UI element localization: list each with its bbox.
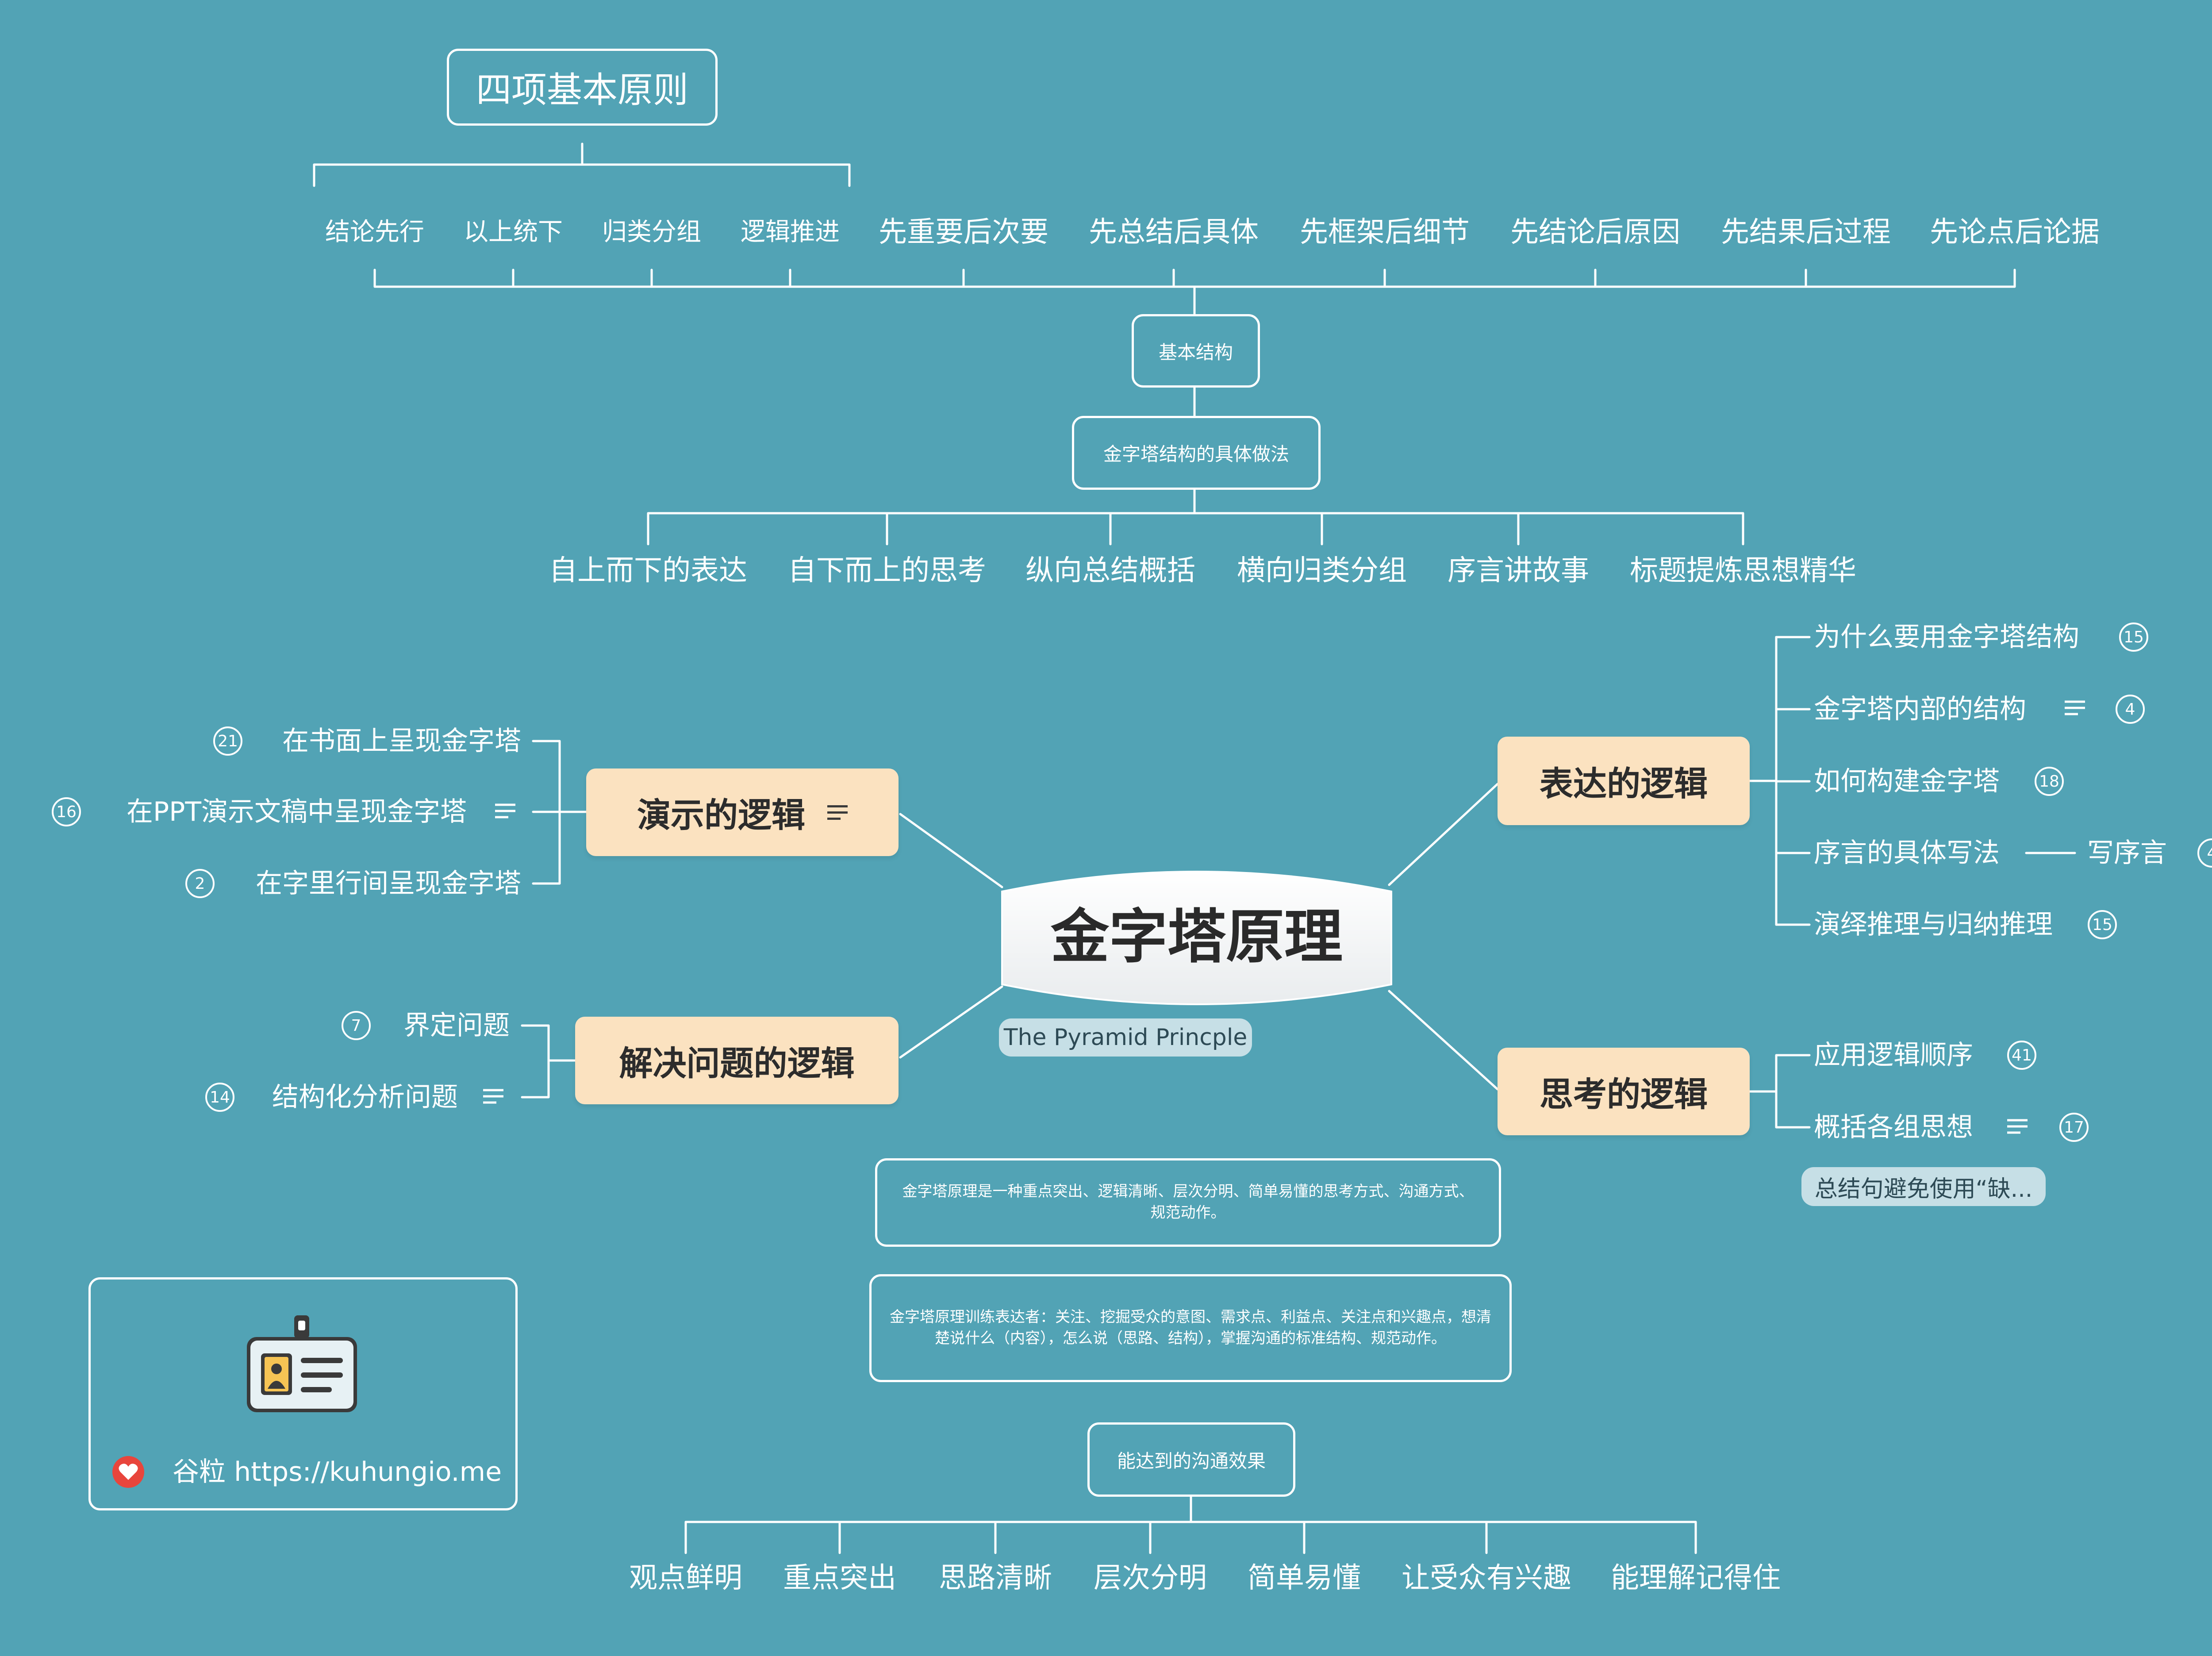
branch-expression[interactable]: 表达的逻辑 [1498,737,1750,825]
branch-problem-label: 解决问题的逻辑 [619,1044,855,1083]
description-text-1: 金字塔原理是一种重点突出、逻辑清晰、层次分明、简单易懂的思考方式、沟通方式、规范… [902,1183,1474,1222]
central-subtitle-chip: The Pyramid Princple [999,1018,1252,1057]
top-row-item[interactable]: 先结论后原因 [1510,216,1680,249]
basic-structure-label: 基本结构 [1158,341,1233,363]
presentation-item[interactable]: 在书面上呈现金字塔 [282,726,521,757]
effect-item[interactable]: 观点鲜明 [629,1562,742,1595]
count-badge: 21 [213,726,242,756]
central-title[interactable]: 金字塔原理 [1051,903,1343,971]
id-badge-icon [247,1315,357,1412]
method-node[interactable]: 金字塔结构的具体做法 [1072,416,1321,490]
thinking-item[interactable]: 概括各组思想 [1814,1112,1973,1143]
effect-item[interactable]: 层次分明 [1094,1562,1207,1595]
expression-item[interactable]: 序言的具体写法 [1814,838,2000,868]
count-badge: 14 [205,1083,234,1112]
expression-subitem[interactable]: 写序言 [2087,838,2167,868]
method-item[interactable]: 纵向总结概括 [1025,554,1195,587]
effect-item[interactable]: 思路清晰 [939,1562,1052,1595]
branch-thinking-label: 思考的逻辑 [1540,1075,1708,1114]
branch-problem[interactable]: 解决问题的逻辑 [575,1017,899,1104]
central-node-shape [1001,871,1392,1005]
principle-item[interactable]: 归类分组 [602,218,701,246]
method-label: 金字塔结构的具体做法 [1103,443,1289,465]
note-icon[interactable] [2065,697,2085,719]
principle-item[interactable]: 结论先行 [325,218,424,246]
count-badge: 16 [52,797,81,826]
thinking-item[interactable]: 应用逻辑顺序 [1814,1040,1973,1071]
effect-item[interactable]: 简单易懂 [1248,1562,1361,1595]
top-row-item[interactable]: 先框架后细节 [1300,216,1470,249]
effect-item[interactable]: 重点突出 [783,1562,896,1595]
top-row-item[interactable]: 先重要后次要 [879,216,1048,249]
count-badge: 18 [2035,767,2064,796]
method-item[interactable]: 横向归类分组 [1237,554,1407,587]
four-principles-node[interactable]: 四项基本原则 [447,49,718,126]
top-row-item[interactable]: 先总结后具体 [1089,216,1259,249]
note-icon[interactable] [827,801,848,824]
branch-expression-label: 表达的逻辑 [1540,764,1708,803]
branch-presentation-label: 演示的逻辑 [637,795,805,835]
note-icon[interactable] [495,800,515,822]
branch-thinking[interactable]: 思考的逻辑 [1498,1048,1750,1135]
callout-chip[interactable]: 总结句避免使用“缺... [1801,1167,2046,1206]
presentation-item[interactable]: 在字里行间呈现金字塔 [256,868,521,899]
presentation-item[interactable]: 在PPT演示文稿中呈现金字塔 [126,796,467,827]
problem-item[interactable]: 结构化分析问题 [272,1082,458,1113]
note-icon[interactable] [2007,1115,2028,1138]
principle-item[interactable]: 以上统下 [464,218,563,246]
method-item[interactable]: 自下而上的思考 [788,554,986,587]
expression-item[interactable]: 演绎推理与归纳推理 [1814,909,2053,940]
effect-item[interactable]: 能理解记得住 [1611,1562,1781,1595]
branch-presentation[interactable]: 演示的逻辑 [586,768,899,856]
effect-item[interactable]: 让受众有兴趣 [1402,1562,1571,1595]
principle-item[interactable]: 逻辑推进 [741,218,840,246]
description-text-2: 金字塔原理训练表达者：关注、挖掘受众的意图、需求点、利益点、关注点和兴趣点，想清… [890,1308,1491,1347]
top-row-item[interactable]: 先论点后论据 [1930,216,2100,249]
callout-text: 总结句避免使用“缺... [1814,1176,2033,1203]
author-card: 谷粒 https://kuhungio.me [88,1277,518,1510]
heart-icon [112,1456,144,1488]
note-icon[interactable] [483,1085,503,1108]
central-subtitle: The Pyramid Princple [1003,1024,1248,1051]
expression-item[interactable]: 为什么要用金字塔结构 [1814,622,2079,653]
count-badge: 15 [2119,622,2148,652]
author-text[interactable]: 谷粒 https://kuhungio.me [173,1456,502,1487]
count-badge: 15 [2088,910,2117,939]
effects-label: 能达到的沟通效果 [1117,1450,1266,1472]
problem-item[interactable]: 界定问题 [403,1010,510,1041]
description-box-1[interactable]: 金字塔原理是一种重点突出、逻辑清晰、层次分明、简单易懂的思考方式、沟通方式、规范… [875,1158,1501,1247]
count-badge: 41 [2007,1041,2036,1070]
count-badge: 7 [342,1011,371,1040]
four-principles-title: 四项基本原则 [476,69,688,111]
effects-node[interactable]: 能达到的沟通效果 [1087,1422,1295,1497]
count-badge: 17 [2059,1113,2089,1142]
description-box-2[interactable]: 金字塔原理训练表达者：关注、挖掘受众的意图、需求点、利益点、关注点和兴趣点，想清… [869,1274,1512,1382]
count-badge: 4 [2116,695,2145,724]
expression-item[interactable]: 如何构建金字塔 [1814,766,2000,797]
top-row-item[interactable]: 先结果后过程 [1721,216,1891,249]
count-badge: 2 [185,869,215,898]
method-item[interactable]: 自上而下的表达 [549,554,747,587]
method-item[interactable]: 标题提炼思想精华 [1630,554,1856,587]
basic-structure-node[interactable]: 基本结构 [1132,314,1260,388]
method-item[interactable]: 序言讲故事 [1448,554,1589,587]
expression-item[interactable]: 金字塔内部的结构 [1814,694,2026,725]
